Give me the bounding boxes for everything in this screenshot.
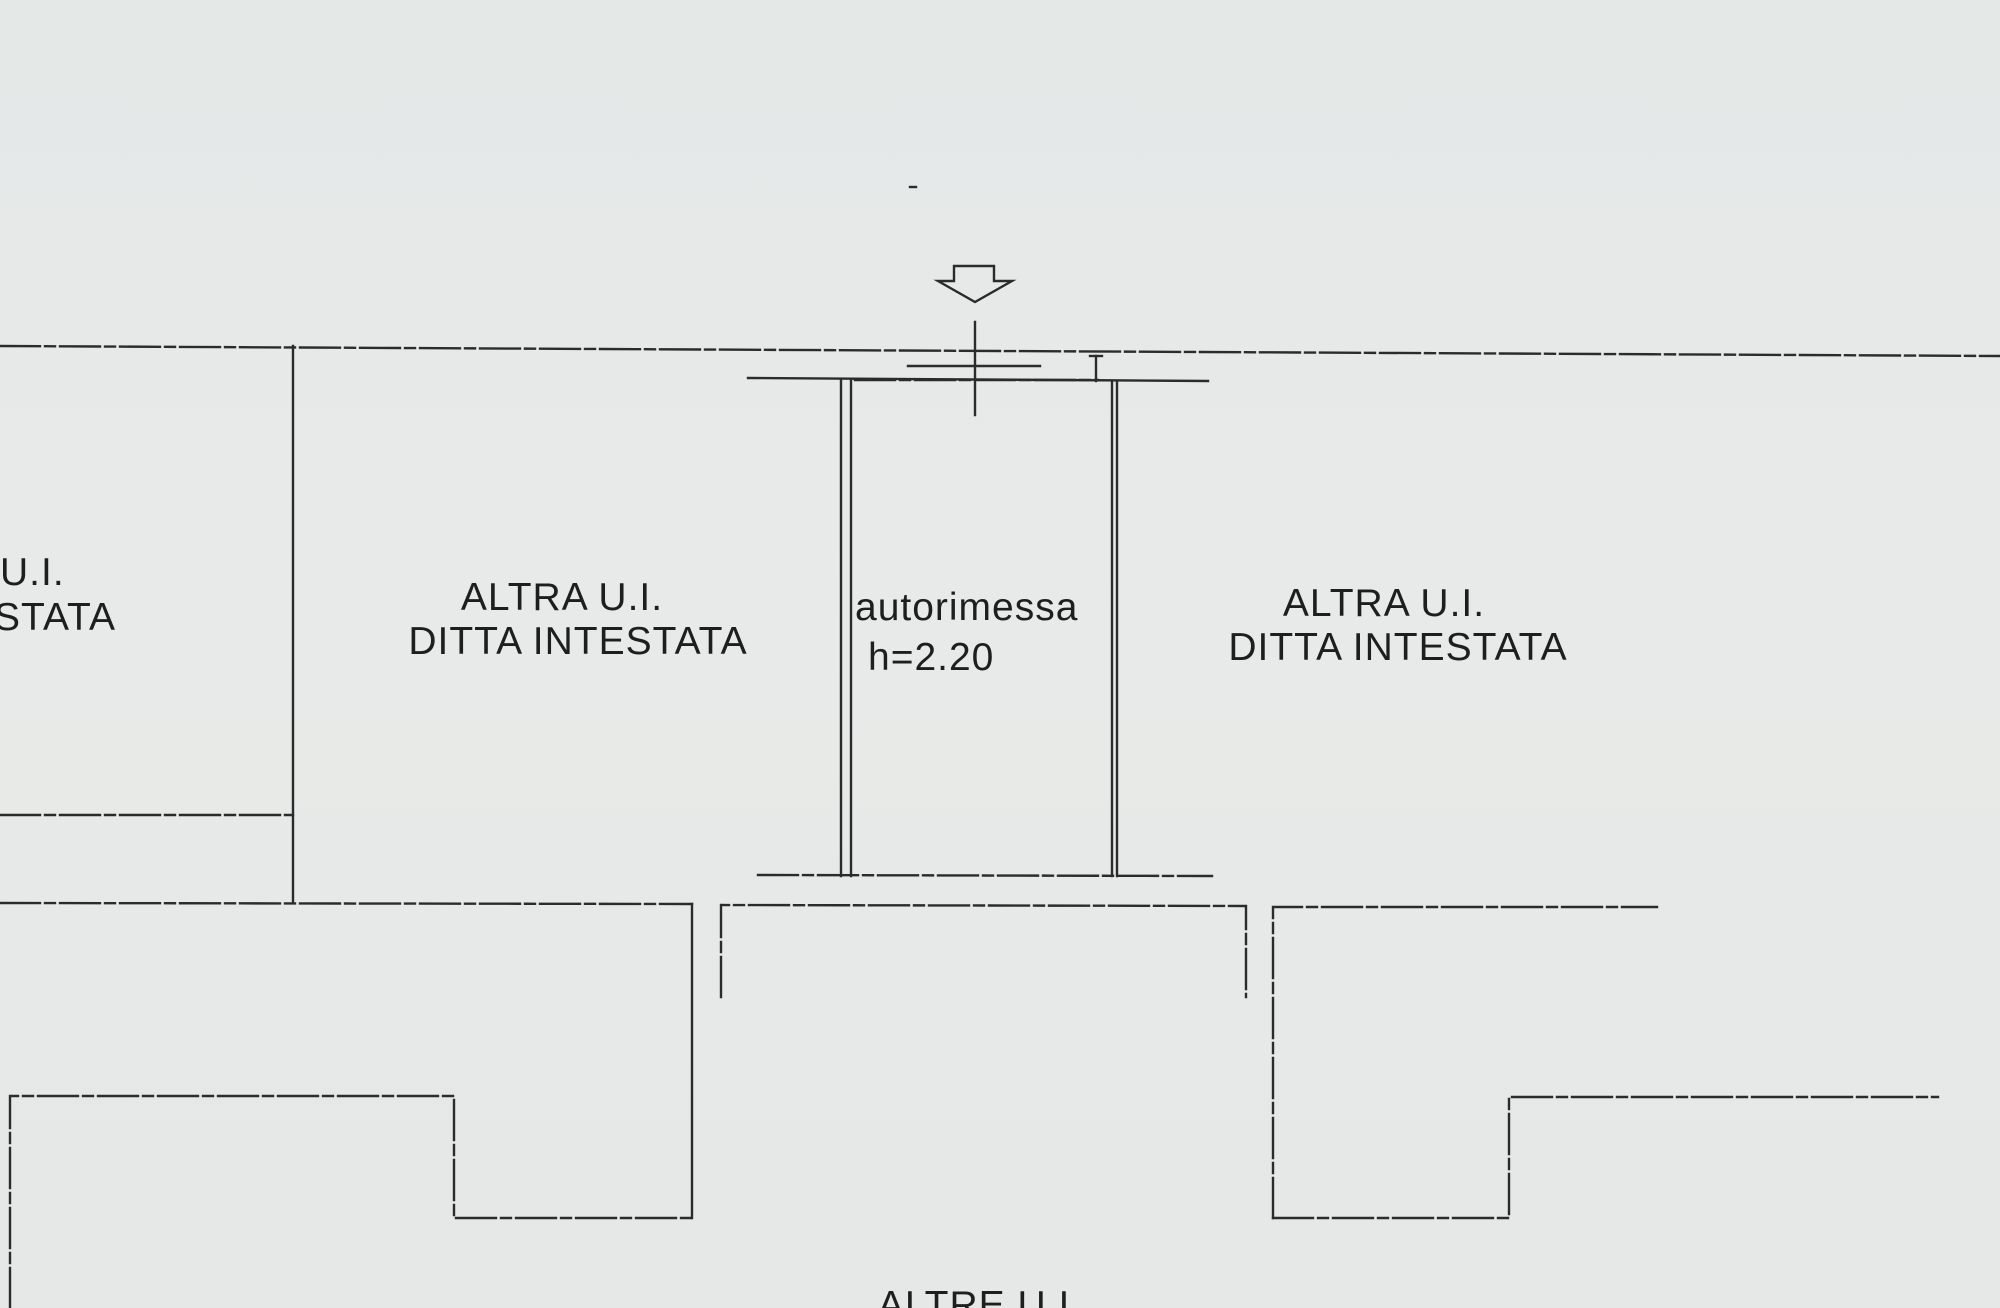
room-b-label-line2: DITTA INTESTATA — [1228, 626, 1567, 669]
top-boundary-line — [0, 344, 2000, 358]
room-a-label-line2: DITTA INTESTATA — [408, 620, 747, 663]
garage-label-line2: h=2.20 — [868, 636, 994, 679]
left-room-label-line1: U.I. — [0, 551, 65, 594]
corridor-line-left — [0, 901, 694, 906]
entrance-arrow-icon — [933, 264, 1017, 304]
bottom-right-stepped-wall — [1271, 1095, 1940, 1220]
bottom-left-stepped-wall — [8, 1094, 694, 1308]
garage-label-line1: autorimessa — [855, 586, 1078, 629]
middle-lower-room-walls — [719, 903, 1248, 999]
room-a-label-line1: ALTRA U.I. — [461, 576, 663, 619]
garage-bottom-line — [756, 873, 1214, 878]
right-lower-room-walls — [1271, 905, 1659, 1220]
left-room-label-line2: STATA — [0, 596, 116, 639]
room-b-label-line1: ALTRA U.I. — [1283, 582, 1485, 625]
bottom-units-label: ALTRE U.I. — [878, 1284, 1082, 1308]
